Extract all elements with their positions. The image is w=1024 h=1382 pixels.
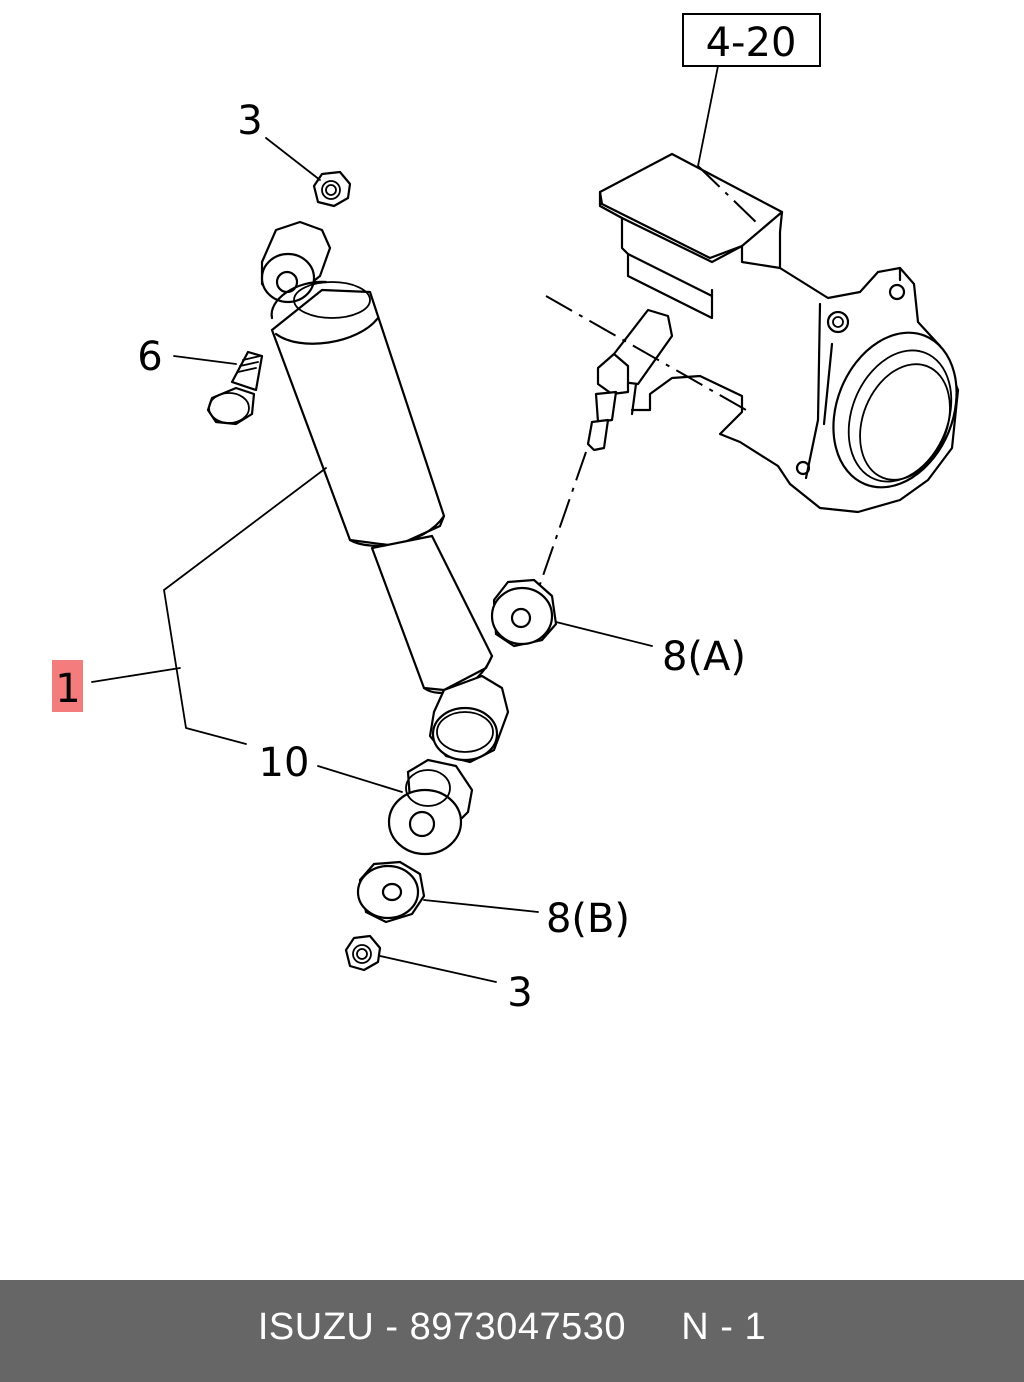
callout-1[interactable]: 1 (55, 666, 80, 712)
axle-housing (586, 152, 960, 514)
nut-top[interactable] (312, 170, 352, 208)
callout-3-bottom[interactable]: 3 (507, 970, 532, 1016)
callout-1-highlight (52, 660, 83, 712)
reference-box[interactable]: 4-20 (682, 13, 821, 67)
reference-box-label: 4-20 (706, 20, 797, 66)
shock-absorber[interactable] (260, 220, 510, 764)
washer-b[interactable] (356, 860, 426, 924)
footer-caption: ISUZU - 8973047530 N - 1 (257, 1306, 767, 1348)
footer-bar: ISUZU - 8973047530 N - 1 (0, 1280, 1024, 1382)
parts-diagram: 4-20 (52, 13, 960, 1016)
callout-8b[interactable]: 8(B) (546, 896, 630, 942)
bolt[interactable] (206, 350, 264, 426)
callout-6[interactable]: 6 (137, 334, 162, 380)
nut-bottom[interactable] (344, 934, 382, 972)
washer-a[interactable] (490, 578, 558, 648)
rubber-bushing[interactable] (387, 758, 474, 856)
exploded-view-drawing: 4-20 (52, 13, 960, 1016)
callout-8a[interactable]: 8(A) (662, 634, 746, 680)
callout-3-top[interactable]: 3 (237, 98, 262, 144)
callout-10[interactable]: 10 (259, 740, 310, 786)
